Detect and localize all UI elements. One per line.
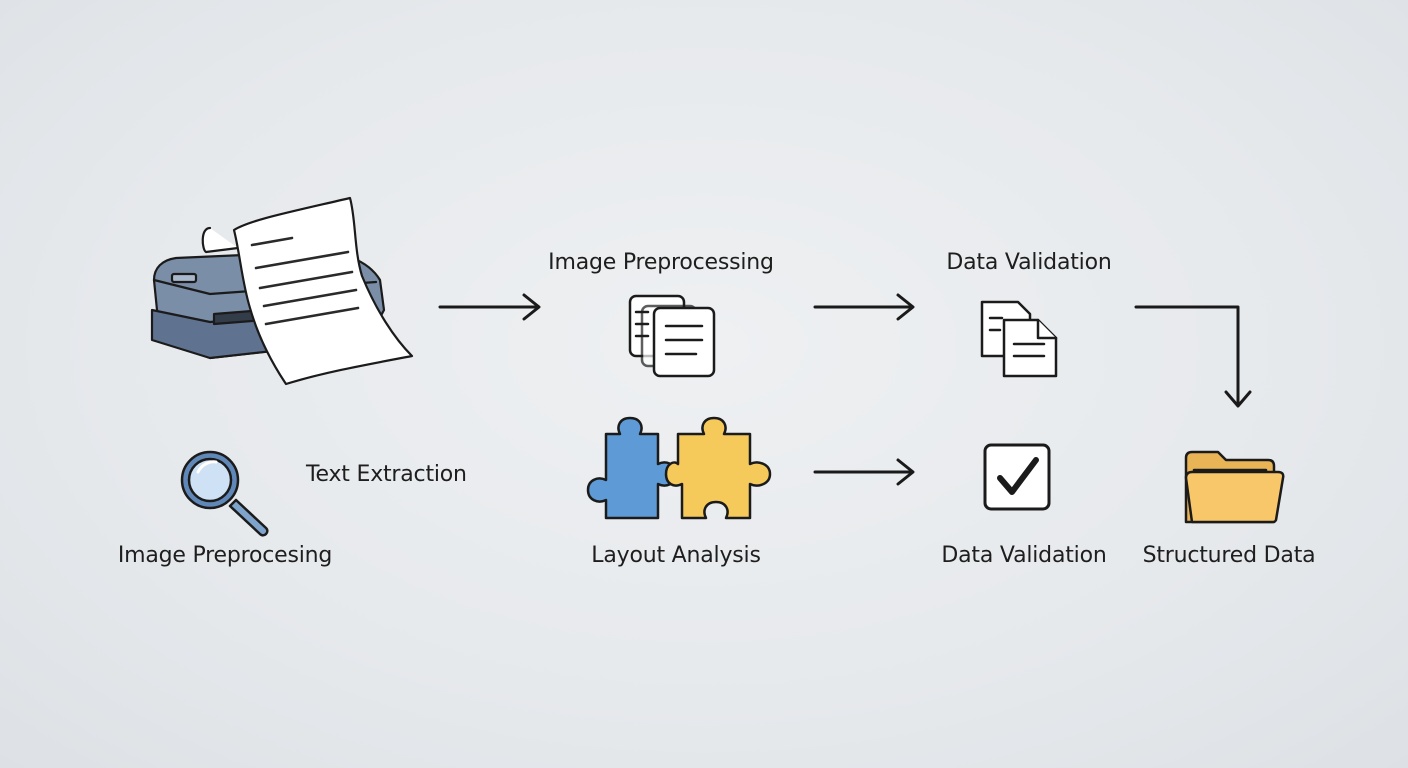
label-layout-analysis: Layout Analysis bbox=[591, 543, 761, 568]
arrow-scanner-to-preprocessing bbox=[438, 293, 541, 321]
arrow-validation-down-to-folder bbox=[1134, 305, 1252, 408]
arrow-preprocessing-to-validation bbox=[813, 293, 915, 321]
magnifier-icon bbox=[180, 450, 269, 537]
label-data-validation-bottom: Data Validation bbox=[941, 543, 1107, 568]
folder-icon bbox=[1184, 450, 1285, 524]
label-image-preprocessing-top: Image Preprocessing bbox=[548, 250, 774, 275]
label-structured-data: Structured Data bbox=[1142, 543, 1316, 568]
documents-icon bbox=[628, 294, 716, 378]
printer-scanner-icon bbox=[150, 196, 414, 386]
label-text-extraction: Text Extraction bbox=[306, 462, 467, 487]
label-data-validation-top: Data Validation bbox=[946, 250, 1112, 275]
puzzle-icon bbox=[586, 416, 772, 520]
checkbox-icon bbox=[983, 443, 1051, 511]
label-image-preprocessing-bottom: Image Preprocesing bbox=[117, 543, 333, 568]
copy-files-icon bbox=[980, 300, 1058, 378]
arrow-layout-to-checkbox bbox=[813, 458, 915, 486]
